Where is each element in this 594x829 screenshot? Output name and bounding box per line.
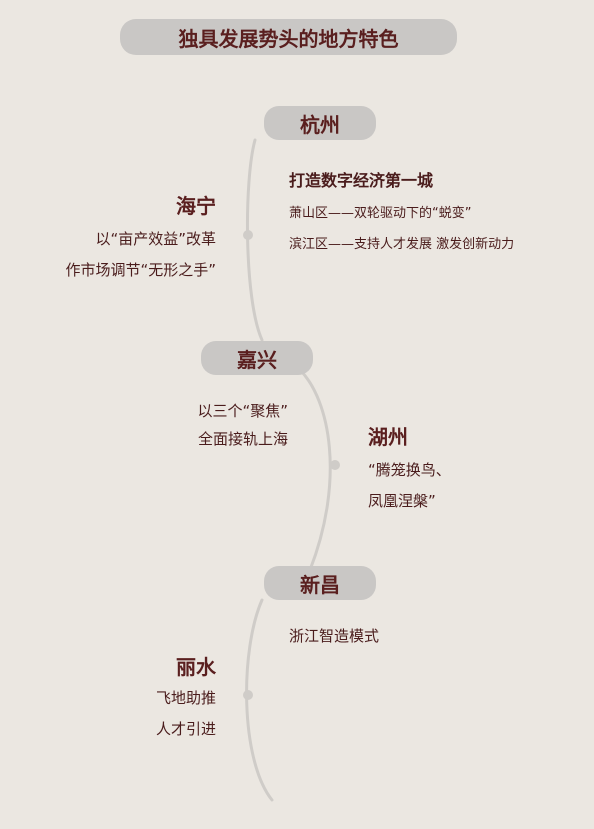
timeline-dot-huzhou [330,460,340,470]
city-pill-xinchang: 新昌 [264,566,376,600]
hangzhou-headline: 打造数字经济第一城 [289,171,434,190]
city-name-huzhou: 湖州 [368,425,408,449]
city-pill-hangzhou: 杭州 [264,106,376,140]
hangzhou-line-1: 萧山区——双轮驱动下的“蜕变” [289,206,472,221]
huzhou-line-2: 凤凰涅槃” [368,492,436,510]
city-name-haining: 海宁 [176,194,216,218]
page-title: 独具发展势头的地方特色 [120,19,457,55]
timeline-dot-lishui [243,690,253,700]
haining-line-2: 作市场调节“无形之手” [65,261,216,279]
haining-line-1: 以“亩产效益”改革 [95,230,216,248]
hangzhou-line-2: 滨江区——支持人才发展 激发创新动力 [289,237,515,252]
jiaxing-line-1: 以三个“聚焦” [197,402,288,420]
huzhou-line-1: “腾笼换鸟、 [368,461,451,479]
city-name-lishui: 丽水 [176,655,216,679]
city-pill-jiaxing: 嘉兴 [201,341,313,375]
jiaxing-line-2: 全面接轨上海 [197,430,288,448]
xinchang-line-1: 浙江智造模式 [289,627,380,645]
timeline-curve [245,138,332,802]
timeline-dot-haining [243,230,253,240]
lishui-line-2: 人才引进 [155,720,216,738]
lishui-line-1: 飞地助推 [155,689,216,707]
